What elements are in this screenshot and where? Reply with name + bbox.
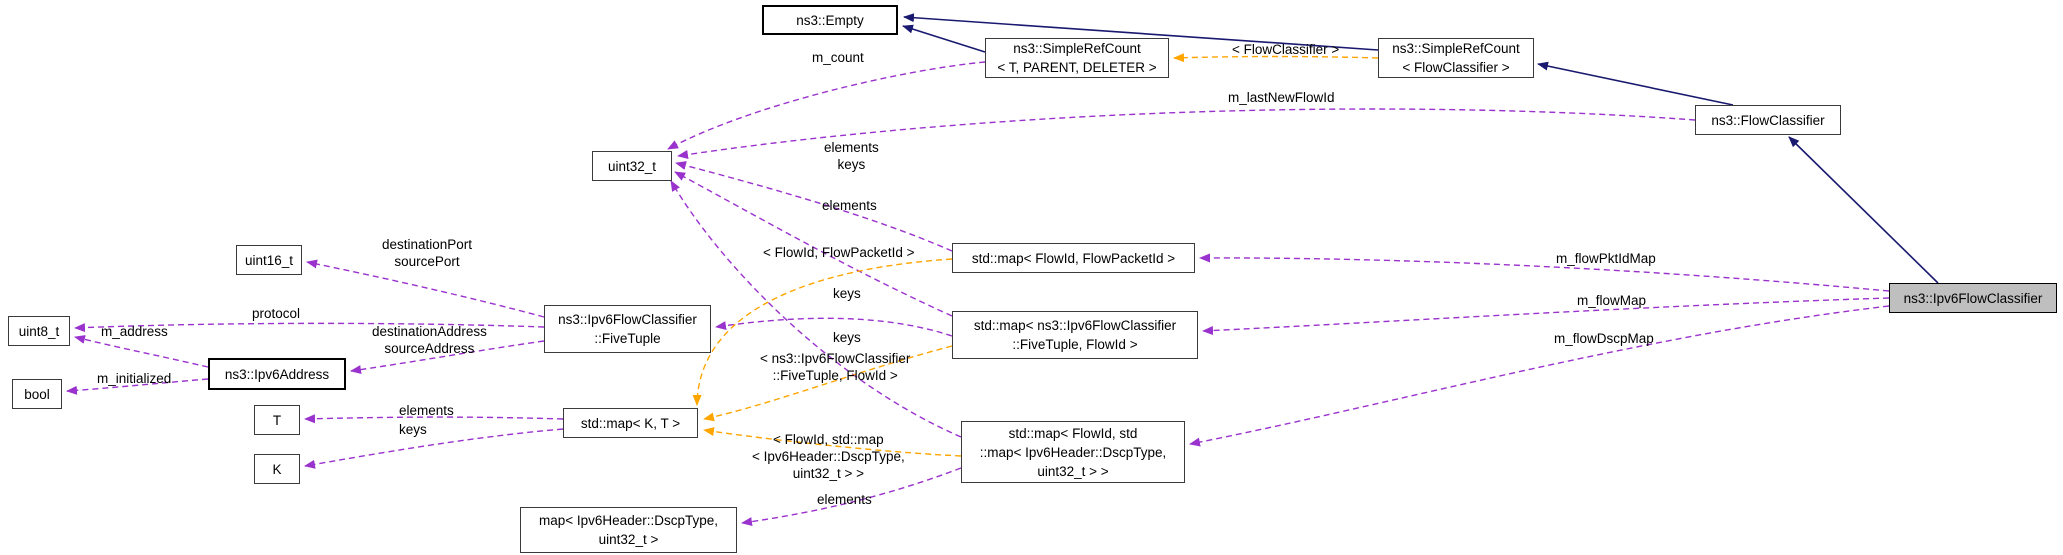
edge-template-flowid-dscpmap [703,427,962,457]
edge-member-m-address [74,335,209,368]
edge-label-template-flowid-dscpmap: < FlowId, std::map < Ipv6Header::DscpTyp… [752,432,905,481]
node-map-fivetuple-flowid[interactable]: std::map< ns3::Ipv6FlowClassifier ::Five… [952,311,1198,359]
edge-label-m-flowmap: m_flowMap [1577,293,1647,308]
edge-label-elements-t: elements [399,403,454,418]
edge-member-destinationport [306,259,545,318]
edge-template-flowclassifier [1173,53,1379,63]
node-map-flowid-dscpmap[interactable]: std::map< FlowId, std ::map< Ipv6Header:… [961,421,1185,483]
edge-template-fivetuple-flowid [703,345,953,422]
edge-label-keys-fivetuple: keys [833,286,861,301]
edge-inherit-simplerefcount-empty [902,24,986,53]
edge-label-elements-keys: elements keys [824,140,879,172]
edge-member-elements-keys-pktidmap [675,161,953,252]
edge-label-m-count: m_count [812,50,864,65]
edge-member-m-flowmap [1202,297,1890,336]
edge-member-m-initialized [66,378,209,395]
edge-member-protocol [74,322,545,333]
edge-member-destinationaddress [350,340,545,375]
node-uint16-t[interactable]: uint16_t [236,245,302,275]
edge-inherit-ipv6flowclassifier-flowclassifier [1788,136,1939,284]
edge-member-elements-t [304,414,564,424]
node-flowclassifier[interactable]: ns3::FlowClassifier [1695,105,1841,135]
edge-member-keys-k [304,428,564,469]
node-t[interactable]: T [254,405,300,435]
edge-label-m-initialized: m_initialized [97,371,172,386]
node-fivetuple[interactable]: ns3::Ipv6FlowClassifier ::FiveTuple [544,305,711,353]
edge-label-keys-k: keys [399,422,427,437]
edge-member-m-count [667,61,986,150]
edge-member-keys-dscpmap-uint32 [670,180,962,438]
edge-label-template-fivetuple-flowid: < ns3::Ipv6FlowClassifier ::FiveTuple, F… [760,351,911,383]
edge-inherit-flowclassifier-simplerefcountfc [1537,61,1734,106]
edge-template-flowid-flowpacketid [692,258,953,406]
edge-member-elements-flowmap [674,171,953,317]
node-simplerefcount-template[interactable]: ns3::SimpleRefCount < T, PARENT, DELETER… [985,38,1169,78]
edge-label-template-flowid-flowpacketid: < FlowId, FlowPacketId > [763,245,915,260]
edge-label-elements-flowmap: elements [822,198,877,213]
node-map-k-t[interactable]: std::map< K, T > [563,408,698,438]
node-ipv6flowclassifier: ns3::Ipv6FlowClassifier [1889,283,2057,313]
edge-label-m-flowpktidmap: m_flowPktIdMap [1556,251,1656,266]
node-simplerefcount-flowclassifier[interactable]: ns3::SimpleRefCount < FlowClassifier > [1378,38,1534,78]
edge-label-template-flowclassifier: < FlowClassifier > [1232,42,1340,57]
node-uint32-t[interactable]: uint32_t [592,151,672,181]
node-map-dscp-uint32[interactable]: map< Ipv6Header::DscpType, uint32_t > [520,507,737,553]
edge-label-elements-dscpmap: elements [817,492,872,507]
edge-inherit-simplerefcountfc-empty [903,13,1379,51]
node-ipv6address[interactable]: ns3::Ipv6Address [208,358,346,390]
node-map-flowid-flowpacketid[interactable]: std::map< FlowId, FlowPacketId > [952,243,1195,273]
edge-label-m-address: m_address [101,324,168,339]
node-k[interactable]: K [254,454,300,484]
edge-member-m-flowdscpmap [1189,305,1890,447]
node-uint8-t[interactable]: uint8_t [8,316,70,346]
edge-label-m-lastnewflowid: m_lastNewFlowId [1228,90,1335,105]
edge-member-m-flowpktidmap [1199,253,1890,292]
edge-label-keys-dscpmap: keys [833,330,861,345]
node-bool[interactable]: bool [12,379,62,409]
edge-member-m-lastnewflowid [677,108,1696,159]
node-ns3-empty[interactable]: ns3::Empty [762,5,898,35]
edge-label-protocol: protocol [252,306,301,321]
edge-label-destination-source-port: destinationPort sourcePort [382,237,473,269]
edge-member-elements-dscpmap [741,467,962,527]
edge-label-destination-source-address: destinationAddress sourceAddress [372,324,487,356]
edge-label-m-flowdscpmap: m_flowDscpMap [1554,331,1654,346]
